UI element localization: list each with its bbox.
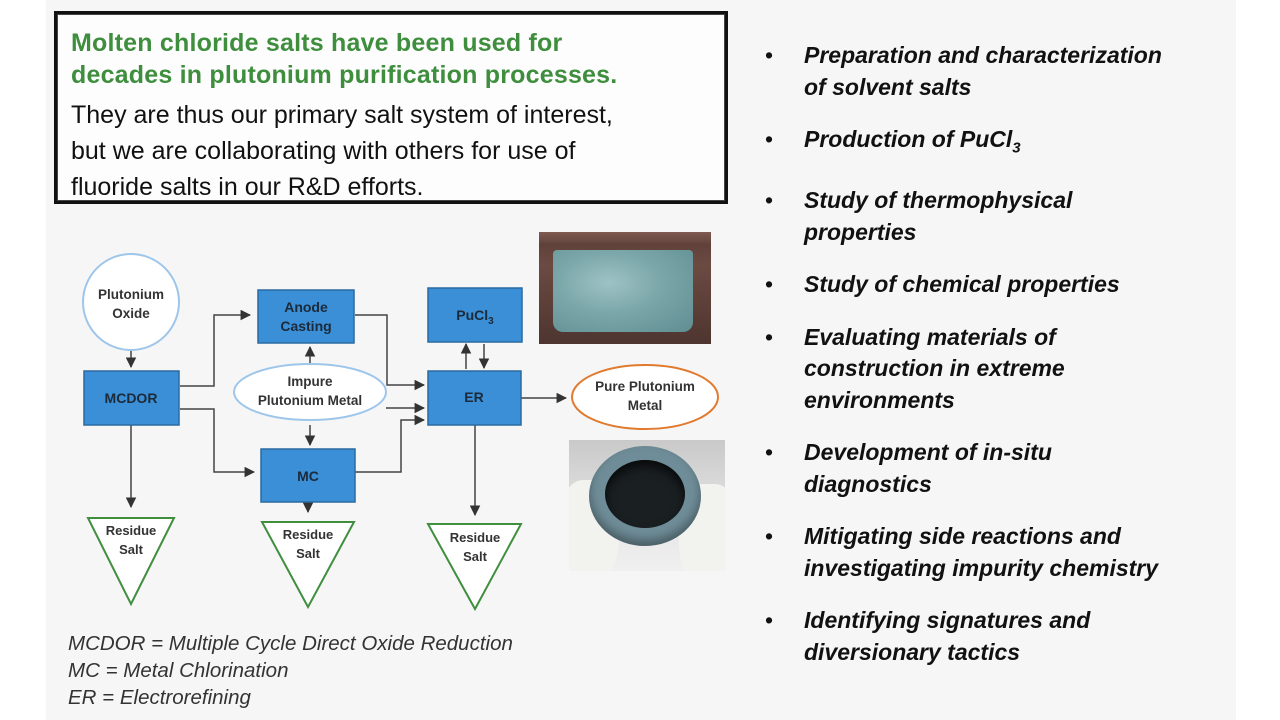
acronym-legend: MCDOR = Multiple Cycle Direct Oxide Redu…	[68, 630, 513, 711]
bullet-item: • Identifying signatures and diversionar…	[765, 607, 1091, 665]
plutonium-oxide-label-line2: Oxide	[112, 306, 150, 321]
intro-headline: Molten chloride salts have been used for…	[71, 29, 618, 89]
intro-body: They are thus our primary salt system of…	[71, 101, 613, 201]
node-pucl3: PuCl3	[427, 287, 523, 343]
flow-arrows	[125, 309, 568, 517]
bullet-item: • Study of thermophysical properties	[765, 187, 1073, 245]
bullet-item: • Preparation and characterization of so…	[765, 42, 1162, 100]
legend-mcdor: MCDOR = Multiple Cycle Direct Oxide Redu…	[68, 632, 513, 655]
legend-er: ER = Electrorefining	[68, 686, 251, 709]
node-mcdor: MCDOR	[83, 370, 180, 426]
residue-3-label-line1: Residue	[450, 530, 501, 545]
er-label: ER	[464, 389, 483, 405]
node-mc: MC	[260, 448, 356, 503]
legend-mc: MC = Metal Chlorination	[68, 659, 289, 682]
residue-1-label-line1: Residue	[106, 523, 157, 538]
node-anode-casting: Anode Casting	[257, 289, 355, 344]
plutonium-oxide-label-line1: Plutonium	[98, 287, 164, 302]
node-impure-plutonium-metal: Impure Plutonium Metal	[233, 363, 387, 421]
bullet-marker: •	[765, 607, 774, 634]
anode-label-line1: Anode	[284, 299, 328, 315]
bullet-marker: •	[765, 42, 774, 68]
bullet-item: • Production of PuCl3	[765, 126, 1021, 157]
bullet-marker: •	[765, 439, 774, 466]
pucl3-label: PuCl3	[456, 307, 494, 327]
residue-3-label-line2: Salt	[463, 549, 488, 564]
arrow-anode-to-er	[355, 314, 426, 391]
residue-2-label-line2: Salt	[296, 546, 321, 561]
node-residue-salt-1: Residue Salt	[86, 517, 176, 607]
bullet-marker: •	[765, 271, 774, 298]
bullet-item: • Development of in-situ diagnostics	[765, 439, 1052, 497]
bullet-item: • Evaluating materials of construction i…	[765, 323, 1065, 413]
metal-ring-photo	[569, 440, 725, 571]
pure-metal-label-line2: Metal	[628, 398, 663, 413]
bullet-item: • Mitigating side reactions and investig…	[765, 523, 1159, 581]
arrow-mcdor-to-mc	[180, 408, 256, 478]
residue-2-label-line1: Residue	[283, 527, 334, 542]
bullet-marker: •	[765, 323, 774, 350]
bullet-item: • Study of chemical properties	[760, 269, 1230, 301]
mc-label: MC	[297, 468, 319, 484]
node-residue-salt-3: Residue Salt	[426, 523, 523, 612]
node-plutonium-oxide: Plutonium Oxide	[82, 253, 180, 351]
arrow-mc-to-er	[355, 414, 426, 473]
bullet-marker: •	[765, 126, 774, 152]
bullet-marker: •	[765, 187, 774, 214]
anode-label-line2: Casting	[280, 318, 331, 334]
node-pure-plutonium-metal: Pure Plutonium Metal	[571, 364, 719, 430]
impure-label-line2: Plutonium Metal	[258, 393, 362, 408]
pucl3-powder-photo	[539, 232, 711, 344]
intro-textbox: Molten chloride salts have been used for…	[54, 11, 728, 204]
mcdor-label: MCDOR	[105, 390, 158, 406]
node-er: ER	[427, 370, 522, 426]
pure-metal-label-line1: Pure Plutonium	[595, 379, 695, 394]
bullet-marker: •	[765, 523, 774, 550]
impure-label-line1: Impure	[287, 374, 333, 389]
arrow-mcdor-to-anode	[180, 309, 252, 387]
node-residue-salt-2: Residue Salt	[260, 521, 356, 610]
residue-1-label-line2: Salt	[119, 542, 144, 557]
research-topics-list: • Preparation and characterization of so…	[760, 40, 1230, 689]
